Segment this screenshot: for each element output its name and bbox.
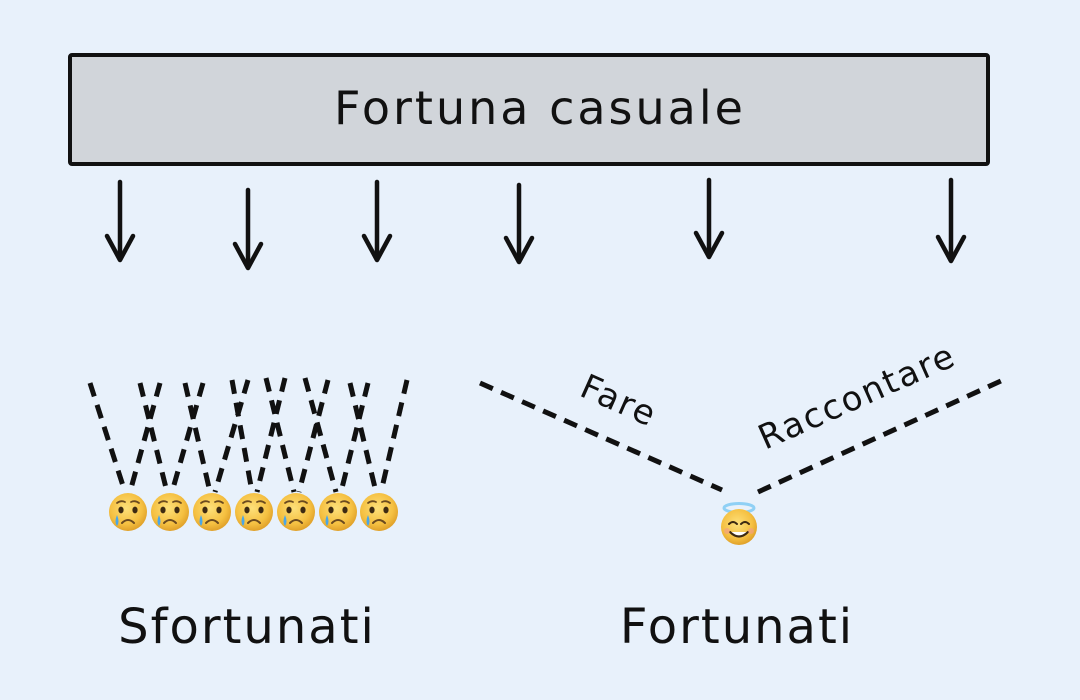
down-arrow-icon <box>232 187 264 271</box>
down-arrow-icon <box>503 182 535 265</box>
smiling-face-with-halo-icon <box>719 502 759 547</box>
down-arrow-icon <box>104 179 136 263</box>
crying-face-icon <box>234 492 274 532</box>
crying-face-icon <box>318 492 358 532</box>
unlucky-label: Sfortunati <box>118 599 376 655</box>
unlucky-paths <box>87 377 410 493</box>
down-arrow-icon <box>361 179 393 263</box>
arrows-group <box>104 177 967 271</box>
crying-face-icon <box>359 492 399 532</box>
title-label: Fortuna casuale <box>334 81 746 135</box>
crying-face-icon <box>150 492 190 532</box>
down-arrow-icon <box>935 177 967 264</box>
title-box: Fortuna casuale <box>68 53 990 166</box>
crying-face-icon <box>192 492 232 532</box>
path-label-fare: Fare <box>574 367 663 436</box>
crying-face-icon <box>276 492 316 532</box>
unlucky-faces <box>108 492 399 532</box>
lucky-label: Fortunati <box>620 599 854 655</box>
path-label-raccontare: Raccontare <box>752 336 962 459</box>
down-arrow-icon <box>693 177 725 260</box>
crying-face-icon <box>108 492 148 532</box>
lucky-paths <box>478 377 1005 495</box>
